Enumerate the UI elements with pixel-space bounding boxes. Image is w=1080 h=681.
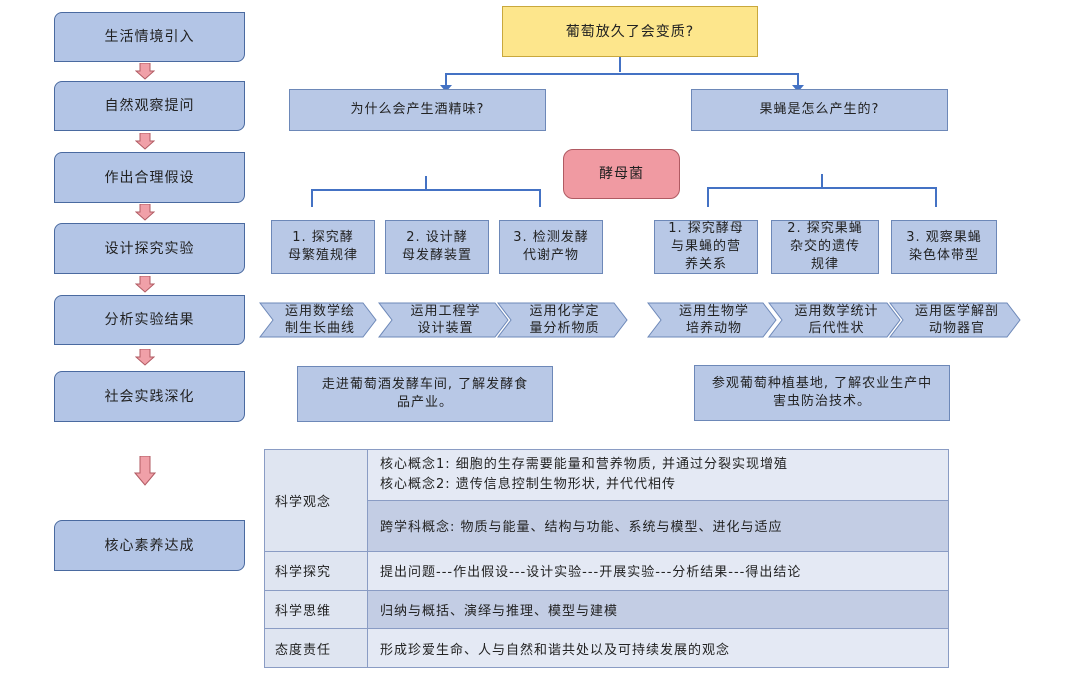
experiment-left-1: 1. 探究酵母繁殖规律 (271, 220, 375, 274)
row-label-science-concept: 科学观念 (264, 449, 368, 552)
stage-life-context: 生活情境引入 (54, 12, 245, 62)
row-label-thinking: 科学思维 (264, 589, 368, 630)
stage-core-literacy: 核心素养达成 (54, 520, 245, 571)
cross-discipline-concept: 跨学科概念: 物质与能量、结构与功能、系统与模型、进化与适应 (367, 499, 949, 552)
core-concepts-cell: 核心概念1: 细胞的生存需要能量和营养物质, 并通过分裂实现增殖 核心概念2: … (367, 449, 949, 501)
row-label-inquiry: 科学探究 (264, 550, 368, 591)
row-label-attitude: 态度责任 (264, 628, 368, 668)
attitude-text: 形成珍爱生命、人与自然和谐共处以及可持续发展的观念 (367, 628, 949, 668)
analysis-left-2-label: 运用工程学设计装置 (410, 304, 481, 336)
core-concept-1: 核心概念1: 细胞的生存需要能量和营养物质, 并通过分裂实现增殖 (380, 456, 789, 472)
experiment-right-1: 1. 探究酵母与果蝇的营养关系 (654, 220, 758, 274)
core-concept-2: 核心概念2: 遗传信息控制生物形状, 并代代相传 (380, 476, 677, 492)
down-arrow-icon (134, 456, 156, 486)
hypothesis-yeast: 酵母菌 (563, 149, 680, 199)
down-arrow-icon (135, 276, 155, 293)
experiment-left-3: 3. 检测发酵代谢产物 (499, 220, 603, 274)
down-arrow-icon (135, 204, 155, 221)
analysis-right-3: 运用医学解剖动物器官 (889, 302, 1021, 338)
analysis-left-2: 运用工程学设计装置 (378, 302, 509, 338)
top-question: 葡萄放久了会变质? (502, 6, 758, 57)
analysis-right-1-label: 运用生物学培养动物 (678, 304, 749, 336)
sub-question-right: 果蝇是怎么产生的? (691, 89, 948, 131)
experiment-left-2: 2. 设计酵母发酵装置 (385, 220, 489, 274)
stage-hypothesis: 作出合理假设 (54, 152, 245, 203)
experiment-right-3: 3. 观察果蝇染色体带型 (891, 220, 997, 274)
analysis-left-3: 运用化学定量分析物质 (497, 302, 628, 338)
down-arrow-icon (135, 63, 155, 80)
analysis-right-2: 运用数学统计后代性状 (768, 302, 901, 338)
stage-observe-question: 自然观察提问 (54, 81, 245, 131)
stage-analyze-results: 分析实验结果 (54, 295, 245, 345)
experiment-right-2: 2. 探究果蝇杂交的遗传规律 (771, 220, 879, 274)
stage-design-experiment: 设计探究实验 (54, 223, 245, 274)
inquiry-text: 提出问题---作出假设---设计实验---开展实验---分析结果---得出结论 (367, 550, 949, 591)
stage-social-practice: 社会实践深化 (54, 371, 245, 422)
sub-question-left: 为什么会产生酒精味? (289, 89, 546, 131)
analysis-right-2-label: 运用数学统计后代性状 (794, 304, 879, 336)
analysis-right-1: 运用生物学培养动物 (647, 302, 777, 338)
core-literacy-table: 科学观念 核心概念1: 细胞的生存需要能量和营养物质, 并通过分裂实现增殖 核心… (264, 449, 949, 668)
down-arrow-icon (135, 349, 155, 366)
thinking-text: 归纳与概括、演绎与推理、模型与建模 (367, 589, 949, 630)
analysis-left-1-label: 运用数学绘制生长曲线 (284, 304, 355, 336)
analysis-left-1: 运用数学绘制生长曲线 (259, 302, 377, 338)
practice-right: 参观葡萄种植基地, 了解农业生产中害虫防治技术。 (694, 365, 950, 421)
analysis-right-3-label: 运用医学解剖动物器官 (915, 304, 1000, 336)
down-arrow-icon (135, 133, 155, 150)
practice-left: 走进葡萄酒发酵车间, 了解发酵食品产业。 (297, 366, 553, 422)
analysis-left-3-label: 运用化学定量分析物质 (529, 304, 600, 336)
